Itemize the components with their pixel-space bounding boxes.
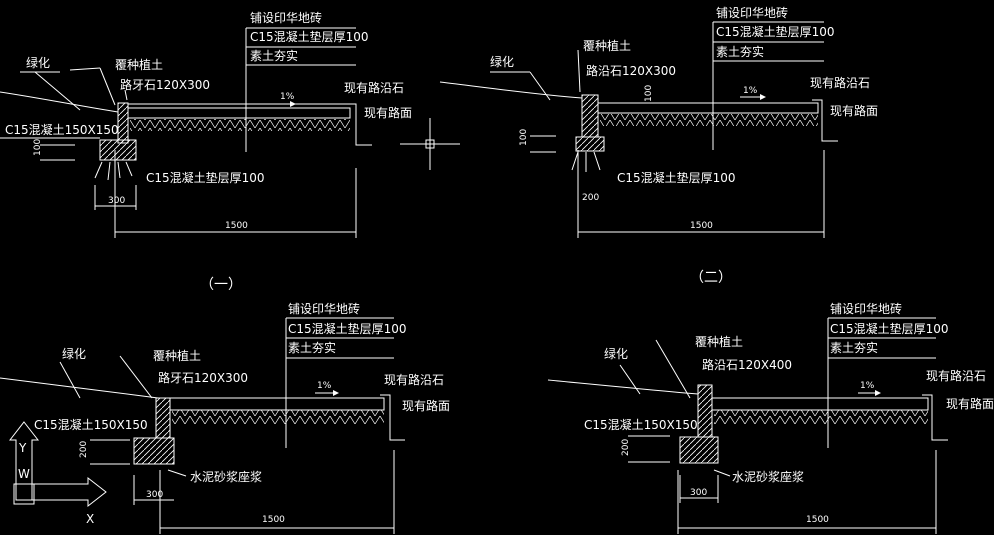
c15-block: [99, 139, 137, 161]
label-plant-soil: 覆种植土: [115, 57, 163, 72]
dim-100: 100: [33, 139, 43, 156]
label-mortar: 水泥砂浆座浆: [732, 469, 804, 484]
label-c15-block: C15混凝土150X150: [584, 417, 698, 432]
label-c15-base: C15混凝土垫层厚100: [716, 24, 835, 39]
label-soil: 素土夯实: [288, 340, 336, 355]
ucs-icon[interactable]: Y W X: [8, 421, 107, 526]
ground-line: [439, 81, 583, 99]
curb-stone: [697, 384, 713, 438]
ucs-w: W: [18, 467, 30, 481]
ground-line: [547, 379, 699, 395]
label-green: 绿化: [26, 55, 50, 70]
dim-100-a: 100: [519, 129, 529, 146]
label-plant-soil: 覆种植土: [153, 348, 201, 363]
ucs-y: Y: [18, 441, 27, 455]
label-mortar: 水泥砂浆座浆: [190, 469, 262, 484]
existing-curb: [380, 394, 405, 441]
label-existing-curb: 现有路沿石: [384, 372, 444, 387]
curb-stone: [155, 397, 171, 439]
label-paving: 铺设印华地砖: [288, 301, 360, 316]
ground-line: [0, 377, 159, 399]
mortar-block: [679, 436, 719, 464]
compacted-soil: [600, 114, 818, 126]
slope-label: 1%: [743, 86, 758, 96]
label-c15-bottom: C15混凝土垫层厚100: [146, 170, 265, 185]
paving-slab: [169, 397, 385, 411]
label-soil: 素土夯实: [250, 48, 298, 63]
label-c15-block: C15混凝土150X150: [34, 417, 148, 432]
dim-300: 300: [108, 196, 125, 206]
slope-label: 1%: [280, 92, 295, 102]
crosshair-box: [425, 139, 435, 149]
label-existing-curb: 现有路沿石: [344, 80, 404, 95]
mortar-block: [133, 437, 175, 465]
dim-200: 200: [621, 439, 631, 456]
ucs-x: X: [86, 512, 94, 526]
label-c15-bottom: C15混凝土垫层厚100: [617, 170, 736, 185]
label-paving: 铺设印华地砖: [716, 5, 788, 20]
label-paving: 铺设印华地砖: [830, 301, 902, 316]
dim-1500: 1500: [262, 515, 285, 525]
paving-slab: [711, 397, 929, 411]
curb-stone: [117, 102, 129, 144]
slope-label: 1%: [317, 381, 332, 391]
label-paving: 铺设印华地砖: [250, 10, 322, 25]
label-soil: 素土夯实: [830, 340, 878, 355]
label-green: 绿化: [604, 346, 628, 361]
caption-first: （一）: [200, 277, 242, 293]
label-existing-road: 现有路面: [402, 398, 450, 413]
label-curb: 路牙石120X300: [158, 370, 248, 385]
detail-3: Y W X 铺设印华地砖 C15混凝土垫层厚100 素土夯实 绿化 覆种植土 路…: [0, 301, 450, 534]
paving-slab: [597, 102, 819, 114]
label-existing-road: 现有路面: [364, 105, 412, 120]
dim-1500: 1500: [225, 221, 248, 231]
label-c15-base: C15混凝土垫层厚100: [250, 29, 369, 44]
label-existing-road: 现有路面: [946, 396, 994, 411]
dim-1500: 1500: [806, 515, 829, 525]
label-c15-block: C15混凝土150X150: [5, 122, 119, 137]
label-existing-curb: 现有路沿石: [810, 75, 870, 90]
detail-2: 铺设印华地砖 C15混凝土垫层厚100 素土夯实 绿化 覆种植土 路沿石120X…: [400, 5, 878, 238]
compacted-soil: [714, 410, 928, 424]
label-plant-soil: 覆种植土: [583, 38, 631, 53]
detail-1: 铺设印华地砖 C15混凝土垫层厚100 素土夯实 绿化 覆种植土 路牙石120X…: [0, 10, 412, 238]
label-c15-base: C15混凝土垫层厚100: [830, 321, 949, 336]
curb-stone: [581, 94, 599, 138]
paving-slab: [127, 107, 351, 119]
dim-1500: 1500: [690, 221, 713, 231]
ground-line: [0, 91, 119, 113]
dim-100-b: 100: [644, 85, 654, 102]
dim-200: 200: [79, 441, 89, 458]
label-c15-base: C15混凝土垫层厚100: [288, 321, 407, 336]
dim-300: 300: [146, 490, 163, 500]
label-soil: 素土夯实: [716, 44, 764, 59]
existing-curb: [922, 394, 948, 441]
caption-second: （二）: [690, 270, 732, 286]
label-curb: 路沿石120X300: [586, 63, 676, 78]
compacted-soil: [172, 410, 384, 424]
label-existing-curb: 现有路沿石: [926, 368, 986, 383]
detail-4: 铺设印华地砖 C15混凝土垫层厚100 素土夯实 绿化 覆种植土 路沿石120X…: [547, 301, 994, 534]
label-plant-soil: 覆种植土: [695, 334, 743, 349]
c15-bottom-block: [575, 136, 605, 152]
slope-label: 1%: [860, 381, 875, 391]
dim-300: 300: [690, 488, 707, 498]
label-existing-road: 现有路面: [830, 103, 878, 118]
label-green: 绿化: [490, 54, 514, 69]
existing-curb: [346, 103, 372, 146]
label-curb: 路牙石120X300: [120, 77, 210, 92]
existing-curb: [812, 99, 838, 142]
label-curb: 路沿石120X400: [702, 357, 792, 372]
label-green: 绿化: [62, 346, 86, 361]
dim-200: 200: [582, 193, 599, 203]
compacted-soil: [130, 119, 350, 131]
